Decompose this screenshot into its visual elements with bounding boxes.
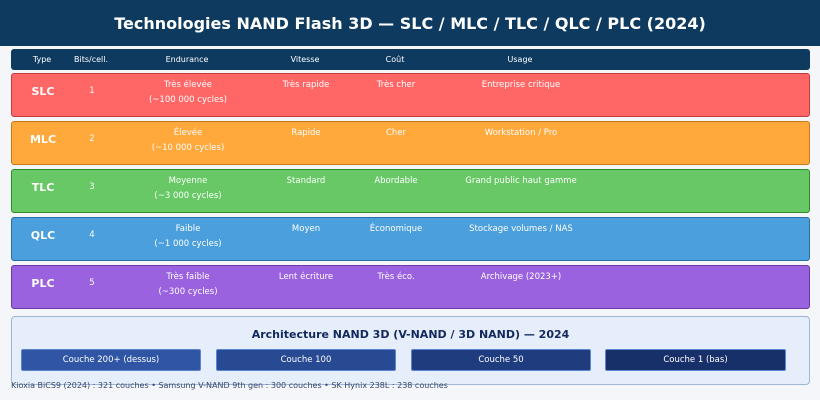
bits-value: 4 [89,230,95,240]
usage-value: Archivage (2023+) [480,272,562,282]
layer-bottom: Couche 1 (bas) [605,349,786,371]
endurance-cycles: (~3 000 cycles) [154,191,222,201]
cout-value: Cher [385,128,407,138]
page-title: Technologies NAND Flash 3D — SLC / MLC /… [0,0,820,46]
vitesse-value: Moyen [291,224,321,234]
architecture-panel: Architecture NAND 3D (V-NAND / 3D NAND) … [11,316,810,385]
endurance-cycles: (~1 000 cycles) [154,239,222,249]
footer-note: Kioxia BiCS9 (2024) : 321 couches • Sams… [11,381,448,390]
type-label: SLC [31,85,55,98]
row-slc: SLC 1 Très élevée (~100 000 cycles) Très … [11,73,810,117]
endurance-value: Élevée (~10 000 cycles) [112,126,264,156]
type-label: TLC [31,181,55,194]
vitesse-value: Standard [286,176,326,186]
usage-value: Grand public haut gamme [465,176,577,186]
usage-value: Workstation / Pro [484,128,558,138]
row-qlc: QLC 4 Faible (~1 000 cycles) Moyen Économ… [11,217,810,261]
header-type: Type [32,55,52,64]
vitesse-value: Très rapide [282,80,330,90]
endurance-level: Moyenne [168,176,208,186]
cout-value: Très éco. [377,272,415,282]
vitesse-value: Lent écriture [278,272,334,282]
table-header: Type Bits/cell. Endurance Vitesse Coût U… [11,49,810,70]
layer-top: Couche 200+ (dessus) [21,349,201,371]
endurance-level: Très élevée [164,80,212,90]
endurance-level: Très faible [166,272,210,282]
architecture-title: Architecture NAND 3D (V-NAND / 3D NAND) … [251,328,570,341]
header-vitesse: Vitesse [290,55,320,64]
row-mlc: MLC 2 Élevée (~10 000 cycles) Rapide Cher… [11,121,810,165]
usage-value: Stockage volumes / NAS [469,224,573,234]
endurance-cycles: (~100 000 cycles) [148,95,227,105]
bits-value: 2 [89,134,95,144]
cout-value: Économique [369,224,423,234]
header-cout: Coût [385,55,405,64]
cout-value: Très cher [376,80,416,90]
endurance-cycles: (~300 cycles) [158,287,218,297]
type-label: QLC [30,229,56,242]
type-label: PLC [31,277,55,290]
bits-value: 5 [89,278,95,288]
bits-value: 1 [89,86,95,96]
endurance-level: Faible [175,224,201,234]
endurance-value: Très faible (~300 cycles) [112,270,264,300]
endurance-value: Faible (~1 000 cycles) [112,222,264,252]
endurance-level: Élevée [173,128,203,138]
type-label: MLC [29,133,57,146]
bits-value: 3 [89,182,95,192]
endurance-value: Moyenne (~3 000 cycles) [112,174,264,204]
header-bits: Bits/cell. [73,55,109,64]
layer-100: Couche 100 [216,349,396,371]
header-usage: Usage [507,55,533,64]
endurance-cycles: (~10 000 cycles) [151,143,225,153]
vitesse-value: Rapide [291,128,321,138]
endurance-value: Très élevée (~100 000 cycles) [112,78,264,108]
cout-value: Abordable [374,176,418,186]
usage-value: Entreprise critique [481,80,561,90]
header-endurance: Endurance [165,55,209,64]
row-plc: PLC 5 Très faible (~300 cycles) Lent écri… [11,265,810,309]
layer-50: Couche 50 [411,349,591,371]
row-tlc: TLC 3 Moyenne (~3 000 cycles) Standard Ab… [11,169,810,213]
